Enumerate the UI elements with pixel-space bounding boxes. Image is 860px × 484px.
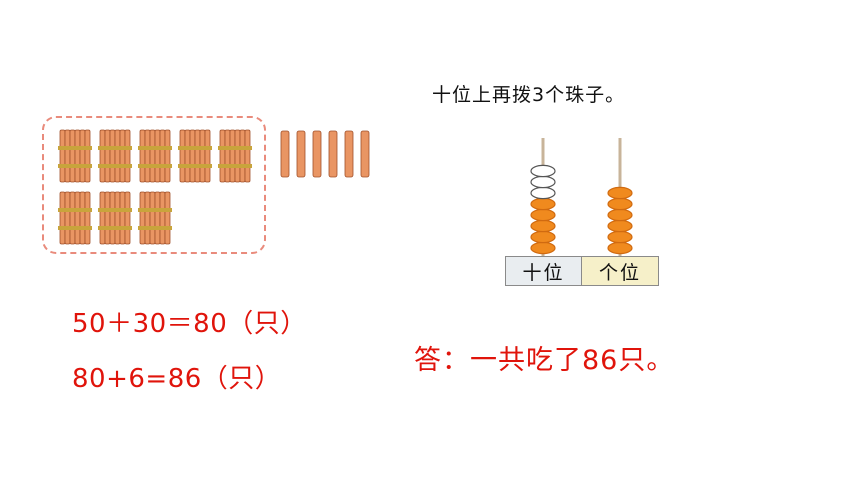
single-stick-icon [328,130,338,188]
ones-bead-icon [607,208,633,222]
answer-text: 答：一共吃了86只。 [414,345,675,376]
tens-bead-icon [530,230,556,244]
stick-bundle-icon [138,190,172,246]
single-stick-icon [344,130,354,188]
single-stick-icon [280,130,290,188]
ones-bead-icon [607,219,633,233]
ones-bead-icon [607,230,633,244]
stick-bundle-icon [218,128,252,184]
instruction-text: 十位上再拨3个珠子。 [432,84,626,106]
stick-bundle-icon [98,190,132,246]
equation-2: 80+6=86（只） [72,364,282,394]
single-stick-icon [360,130,370,188]
stick-bundle-icon [58,190,92,246]
ones-bead-icon [607,186,633,200]
added-bead-icon [530,186,556,200]
ones-rod-beads [607,186,633,255]
stick-bundle-icon [138,128,172,184]
tens-bead-icon [530,241,556,255]
abacus: 十位 个位 [503,138,665,288]
abacus-rods [530,138,633,256]
added-bead-icon [530,164,556,178]
stick-bundle-icon [178,128,212,184]
ones-place-label: 个位 [582,256,659,286]
stick-bundle-icon [98,128,132,184]
tens-bead-icon [530,208,556,222]
single-stick-icon [296,130,306,188]
equation-1: 50＋30＝80（只） [72,309,307,339]
tens-place-label: 十位 [505,256,582,286]
tens-bundle-group-box [42,116,266,254]
tens-bead-icon [530,219,556,233]
ones-bead-icon [607,197,633,211]
tens-rod-beads [530,164,556,255]
ones-bead-icon [607,241,633,255]
added-bead-icon [530,175,556,189]
stick-bundle-icon [58,128,92,184]
single-stick-icon [312,130,322,188]
tens-bead-icon [530,197,556,211]
